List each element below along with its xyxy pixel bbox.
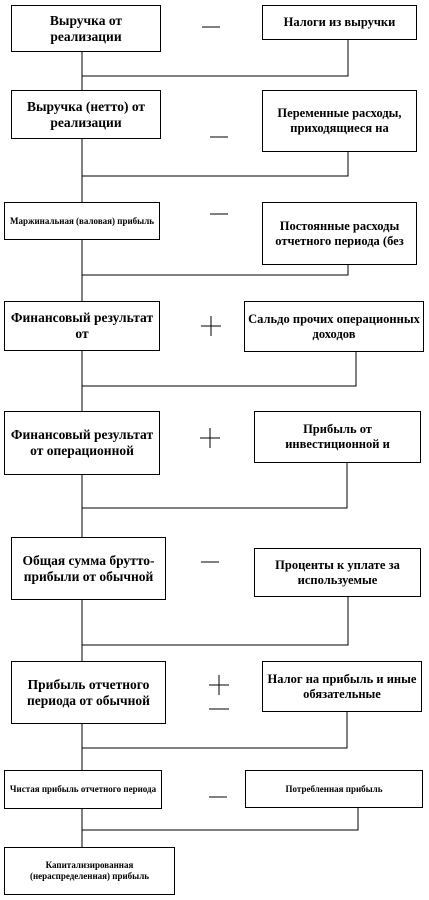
minus-sign-6 bbox=[201, 561, 219, 563]
marginal-profit-label: Маржинальная (валовая) прибыль bbox=[9, 215, 155, 226]
minus-sign-2 bbox=[210, 136, 228, 138]
operational-result-label: Финансовый результат от операционной bbox=[10, 427, 154, 458]
interest-payable-box: Проценты к уплате за используемые bbox=[254, 548, 421, 597]
capitalized-profit-label: Капитализированная (нераспределенная) пр… bbox=[29, 860, 150, 881]
other-income-box: Сальдо прочих операционных доходов bbox=[244, 301, 424, 352]
consumed-profit-label: Потребленная прибыль bbox=[285, 783, 383, 794]
consumed-profit-box: Потребленная прибыль bbox=[245, 770, 423, 808]
income-tax-box: Налог на прибыль и иные обязательные bbox=[262, 661, 422, 712]
minus-sign-3 bbox=[210, 213, 228, 215]
net-profit-box: Чистая прибыль отчетного периода bbox=[4, 770, 162, 809]
revenue-taxes-label: Налоги из выручки bbox=[283, 15, 396, 29]
revenue-label: Выручка от реализации bbox=[49, 12, 123, 44]
income-tax-label: Налог на прибыль и иные обязательные bbox=[267, 671, 417, 701]
minus-sign-8 bbox=[209, 796, 227, 798]
net-profit-label: Чистая прибыль отчетного периода bbox=[9, 784, 157, 794]
period-profit-label: Прибыль отчетного периода от обычной bbox=[27, 676, 150, 708]
plus-minus-sign-7 bbox=[209, 675, 229, 710]
variable-costs-box: Переменные расходы, приходящиеся на bbox=[262, 90, 417, 152]
plus-sign-5 bbox=[200, 428, 220, 448]
net-revenue-label: Выручка (нетто) от реализации bbox=[26, 98, 146, 130]
plus-sign-4 bbox=[201, 316, 221, 336]
gross-profit-label: Общая сумма брутто-прибыли от обычной bbox=[22, 552, 155, 584]
marginal-profit-box: Маржинальная (валовая) прибыль bbox=[4, 202, 160, 240]
net-revenue-box: Выручка (нетто) от реализации bbox=[11, 90, 161, 139]
investment-profit-label: Прибыль от инвестиционной и bbox=[285, 422, 390, 451]
interest-payable-label: Проценты к уплате за используемые bbox=[275, 557, 400, 587]
variable-costs-label: Переменные расходы, приходящиеся на bbox=[277, 106, 402, 135]
fixed-costs-label: Постоянные расходы отчетного периода (бе… bbox=[275, 218, 404, 248]
capitalized-profit-box: Капитализированная (нераспределенная) пр… bbox=[4, 847, 175, 895]
financial-result-box: Финансовый результат от bbox=[4, 301, 160, 351]
operational-result-box: Финансовый результат от операционной bbox=[4, 411, 160, 475]
revenue-box: Выручка от реализации bbox=[11, 5, 161, 52]
fixed-costs-box: Постоянные расходы отчетного периода (бе… bbox=[262, 202, 417, 265]
minus-sign-1 bbox=[202, 26, 220, 28]
other-income-label: Сальдо прочих операционных доходов bbox=[248, 311, 420, 341]
period-profit-box: Прибыль отчетного периода от обычной bbox=[11, 661, 166, 724]
investment-profit-box: Прибыль от инвестиционной и bbox=[254, 411, 421, 463]
financial-result-label: Финансовый результат от bbox=[10, 310, 154, 341]
revenue-taxes-box: Налоги из выручки bbox=[262, 5, 417, 40]
gross-profit-box: Общая сумма брутто-прибыли от обычной bbox=[11, 537, 166, 600]
